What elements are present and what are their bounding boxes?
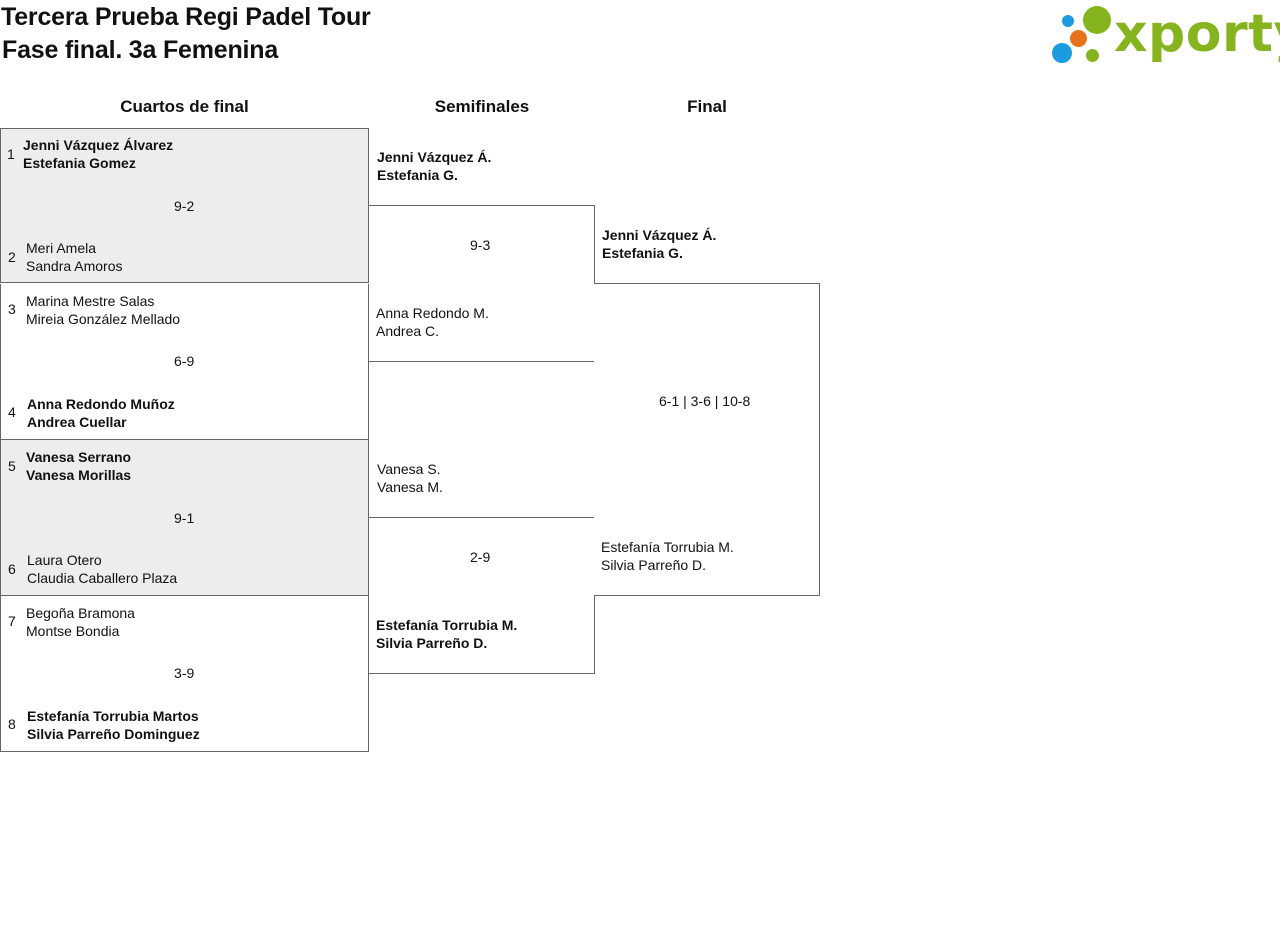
player-name: Mireia González Mellado bbox=[26, 311, 181, 327]
quarterfinal-match-2[interactable]: 3 Marina Mestre Salas Mireia González Me… bbox=[0, 284, 369, 440]
player-name: Estefania G. bbox=[377, 167, 458, 183]
player-name: Vanesa Serrano bbox=[26, 449, 132, 465]
player-name: Vanesa M. bbox=[377, 479, 443, 495]
logo-wordmark: xporty bbox=[1114, 4, 1280, 64]
team-pair[interactable]: Marina Mestre Salas Mireia González Mell… bbox=[26, 292, 180, 328]
seed-number: 3 bbox=[8, 301, 16, 317]
final-team-b[interactable]: Estefanía Torrubia M. Silvia Parreño D. bbox=[601, 538, 734, 574]
player-name: Estefania Gomez bbox=[23, 155, 136, 171]
player-name: Andrea Cuellar bbox=[27, 414, 127, 430]
team-pair-winner[interactable]: Jenni Vázquez Álvarez Estefania Gomez bbox=[23, 136, 173, 172]
player-name: Vanesa Morillas bbox=[26, 467, 132, 483]
match-score: 2-9 bbox=[470, 549, 491, 565]
final-team-a[interactable]: Jenni Vázquez Á. Estefania G. bbox=[602, 226, 716, 262]
team-pair[interactable]: Begoña Bramona Montse Bondia bbox=[26, 604, 135, 640]
column-header-final: Final bbox=[687, 97, 727, 116]
match-score: 3-9 bbox=[174, 665, 195, 681]
player-name: Anna Redondo M. bbox=[376, 305, 489, 321]
quarterfinal-match-4[interactable]: 7 Begoña Bramona Montse Bondia 3-9 8 Est… bbox=[0, 596, 369, 752]
player-name: Begoña Bramona bbox=[26, 605, 135, 621]
player-name: Silvia Parreño Dominguez bbox=[27, 726, 200, 742]
match-score: 6-9 bbox=[174, 353, 195, 369]
player-name: Andrea C. bbox=[376, 323, 440, 339]
player-name: Meri Amela bbox=[26, 240, 97, 256]
seed-number: 5 bbox=[8, 458, 16, 474]
team-pair[interactable]: Laura Otero Claudia Caballero Plaza bbox=[27, 551, 177, 587]
semifinal-1-team-a[interactable]: Jenni Vázquez Á. Estefania G. bbox=[377, 148, 491, 184]
player-name: Sandra Amoros bbox=[26, 258, 123, 274]
page-title: Tercera Prueba Regi Padel Tour bbox=[1, 3, 371, 31]
team-pair-winner[interactable]: Vanesa Serrano Vanesa Morillas bbox=[26, 448, 131, 484]
column-header-semifinals: Semifinales bbox=[434, 97, 530, 116]
match-score: 9-1 bbox=[174, 510, 195, 526]
logo-dot-orange bbox=[1070, 30, 1087, 47]
logo-dot-blue bbox=[1052, 43, 1072, 63]
seed-number: 2 bbox=[8, 249, 16, 265]
player-name: Estefanía Torrubia Martos bbox=[27, 708, 199, 724]
player-name: Silvia Parreño D. bbox=[601, 557, 707, 573]
player-name: Jenni Vázquez Álvarez bbox=[23, 137, 174, 153]
player-name: Vanesa S. bbox=[377, 461, 441, 477]
semifinal-1-team-b[interactable]: Anna Redondo M. Andrea C. bbox=[376, 304, 489, 340]
player-name: Claudia Caballero Plaza bbox=[27, 570, 178, 586]
player-name: Jenni Vázquez Á. bbox=[602, 227, 717, 243]
seed-number: 4 bbox=[8, 404, 16, 420]
player-name: Jenni Vázquez Á. bbox=[377, 149, 492, 165]
player-name: Marina Mestre Salas bbox=[26, 293, 155, 309]
semifinal-2-team-b[interactable]: Estefanía Torrubia M. Silvia Parreño D. bbox=[376, 616, 517, 652]
player-name: Montse Bondia bbox=[26, 623, 120, 639]
semifinal-match-2[interactable]: 2-9 Estefanía Torrubia M. Silvia Parreño… bbox=[369, 517, 595, 674]
player-name: Silvia Parreño D. bbox=[376, 635, 488, 651]
column-header-quarterfinals: Cuartos de final bbox=[120, 97, 249, 116]
player-name: Estefanía Torrubia M. bbox=[601, 539, 734, 555]
logo-dot-green-small bbox=[1086, 49, 1099, 62]
seed-number: 1 bbox=[7, 146, 15, 162]
match-score: 9-2 bbox=[174, 198, 195, 214]
team-pair-winner[interactable]: Estefanía Torrubia Martos Silvia Parreño… bbox=[27, 707, 200, 743]
page-subtitle: Fase final. 3a Femenina bbox=[2, 36, 279, 64]
team-pair-winner[interactable]: Anna Redondo Muñoz Andrea Cuellar bbox=[27, 395, 175, 431]
match-score: 9-3 bbox=[470, 237, 491, 253]
seed-number: 6 bbox=[8, 561, 16, 577]
player-name: Anna Redondo Muñoz bbox=[27, 396, 175, 412]
final-match[interactable]: 6-1 | 3-6 | 10-8 Estefanía Torrubia M. S… bbox=[594, 283, 820, 596]
quarterfinal-match-3[interactable]: 5 Vanesa Serrano Vanesa Morillas 9-1 6 L… bbox=[0, 439, 369, 596]
semifinal-match-1[interactable]: 9-3 Anna Redondo M. Andrea C. bbox=[369, 205, 595, 362]
xporty-logo[interactable]: xporty bbox=[1050, 2, 1280, 68]
seed-number: 8 bbox=[8, 716, 16, 732]
player-name: Estefanía Torrubia M. bbox=[376, 617, 518, 633]
match-score: 6-1 | 3-6 | 10-8 bbox=[659, 393, 751, 409]
player-name: Laura Otero bbox=[27, 552, 102, 568]
logo-dot-green bbox=[1083, 6, 1111, 34]
logo-dot-blue-small bbox=[1062, 15, 1074, 27]
semifinal-2-team-a[interactable]: Vanesa S. Vanesa M. bbox=[377, 460, 443, 496]
seed-number: 7 bbox=[8, 613, 16, 629]
player-name: Estefania G. bbox=[602, 245, 683, 261]
team-pair[interactable]: Meri Amela Sandra Amoros bbox=[26, 239, 123, 275]
quarterfinal-match-1[interactable]: 1 Jenni Vázquez Álvarez Estefania Gomez … bbox=[0, 128, 369, 283]
